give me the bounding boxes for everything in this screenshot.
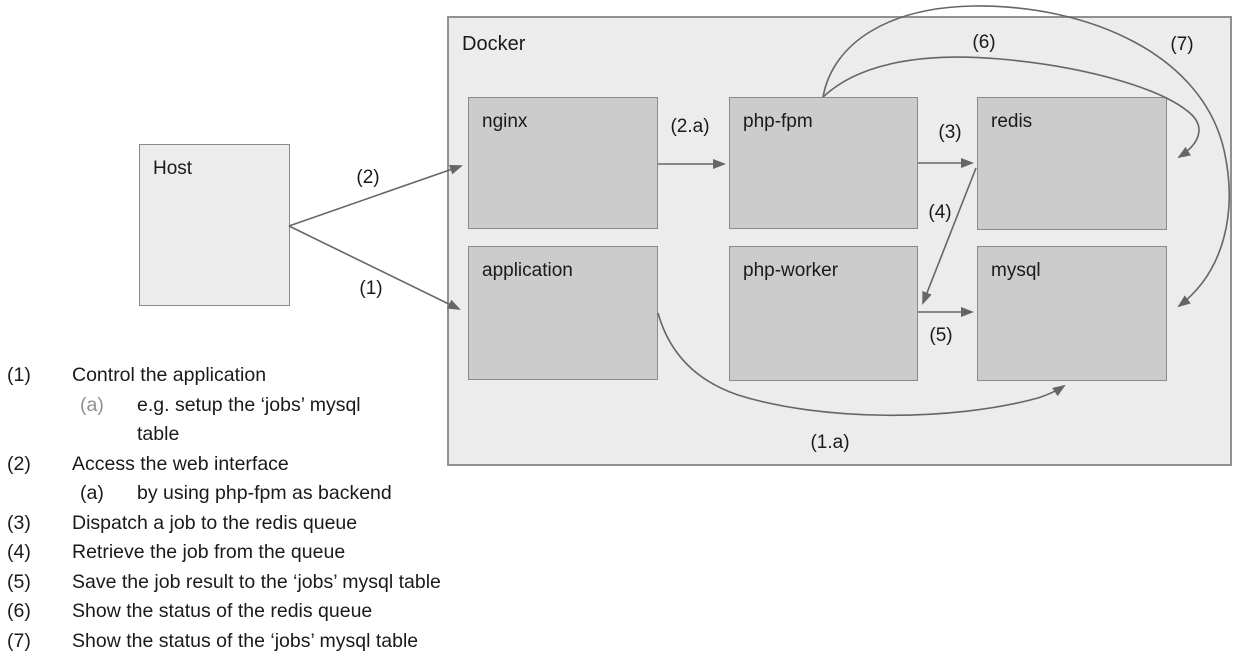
edge-label-4: (4) [928, 202, 952, 223]
node-mysql: mysql [977, 246, 1167, 381]
legend-item-text: Dispatch a job to the redis queue [72, 511, 358, 534]
legend-subitem: (a) by using php-fpm as backend [0, 482, 620, 512]
legend-item-text: table [137, 423, 180, 445]
legend-item-number: (3) [7, 511, 31, 534]
node-redis: redis [977, 97, 1167, 230]
edge-label-6: (6) [972, 32, 996, 53]
edge-label-5: (5) [929, 325, 953, 346]
edge-label-1a: (1.a) [810, 432, 850, 453]
legend-item: (6) Show the status of the redis queue [0, 600, 620, 630]
legend-subitem: (a) e.g. setup the ‘jobs’ mysql [0, 394, 620, 424]
node-nginx: nginx [468, 97, 658, 229]
node-php-worker-label: php-worker [743, 260, 839, 281]
node-mysql-label: mysql [991, 260, 1041, 281]
legend-item-text: e.g. setup the ‘jobs’ mysql [137, 393, 361, 416]
docker-container-label: Docker [462, 33, 526, 55]
legend-item-number: (5) [7, 570, 31, 593]
node-php-worker: php-worker [729, 246, 918, 381]
legend-item-text: by using php-fpm as backend [137, 482, 392, 504]
legend-item: (2) Access the web interface [0, 453, 620, 483]
node-nginx-label: nginx [482, 111, 528, 132]
legend-item-number: (a) [80, 393, 104, 416]
legend-item-text: Save the job result to the ‘jobs’ mysql … [72, 570, 441, 593]
legend-item-text: Show the status of the ‘jobs’ mysql tabl… [72, 629, 419, 652]
node-redis-label: redis [991, 111, 1033, 132]
node-host-label: Host [153, 158, 193, 179]
node-application-label: application [482, 260, 573, 281]
edge-label-3: (3) [938, 122, 962, 143]
node-php-fpm-label: php-fpm [743, 111, 813, 132]
legend-item-text: Show the status of the redis queue [72, 600, 373, 622]
edge-label-7: (7) [1170, 34, 1194, 55]
legend-item: (4) Retrieve the job from the queue [0, 541, 620, 571]
legend-subitem-continuation: table [0, 423, 620, 453]
legend-item-number: (1) [7, 364, 31, 386]
edge-label-2a: (2.a) [670, 116, 710, 137]
legend-item: (5) Save the job result to the ‘jobs’ my… [0, 571, 620, 601]
legend-item-number: (7) [7, 629, 31, 652]
legend-item-text: Retrieve the job from the queue [72, 541, 346, 563]
legend-item-text: Control the application [72, 364, 267, 386]
legend: (1) Control the application (a) e.g. set… [0, 364, 620, 659]
edge-label-2: (2) [356, 167, 380, 188]
node-php-fpm: php-fpm [729, 97, 918, 229]
legend-item-number: (4) [7, 541, 31, 563]
legend-item: (3) Dispatch a job to the redis queue [0, 512, 620, 542]
node-application: application [468, 246, 658, 380]
edge-label-1: (1) [359, 278, 383, 299]
node-host: Host [139, 144, 290, 306]
legend-item: (1) Control the application [0, 364, 620, 394]
legend-item-number: (6) [7, 600, 31, 622]
legend-item-number: (a) [80, 482, 104, 504]
legend-item-text: Access the web interface [72, 452, 289, 475]
legend-item-number: (2) [7, 452, 31, 475]
legend-item: (7) Show the status of the ‘jobs’ mysql … [0, 630, 620, 660]
